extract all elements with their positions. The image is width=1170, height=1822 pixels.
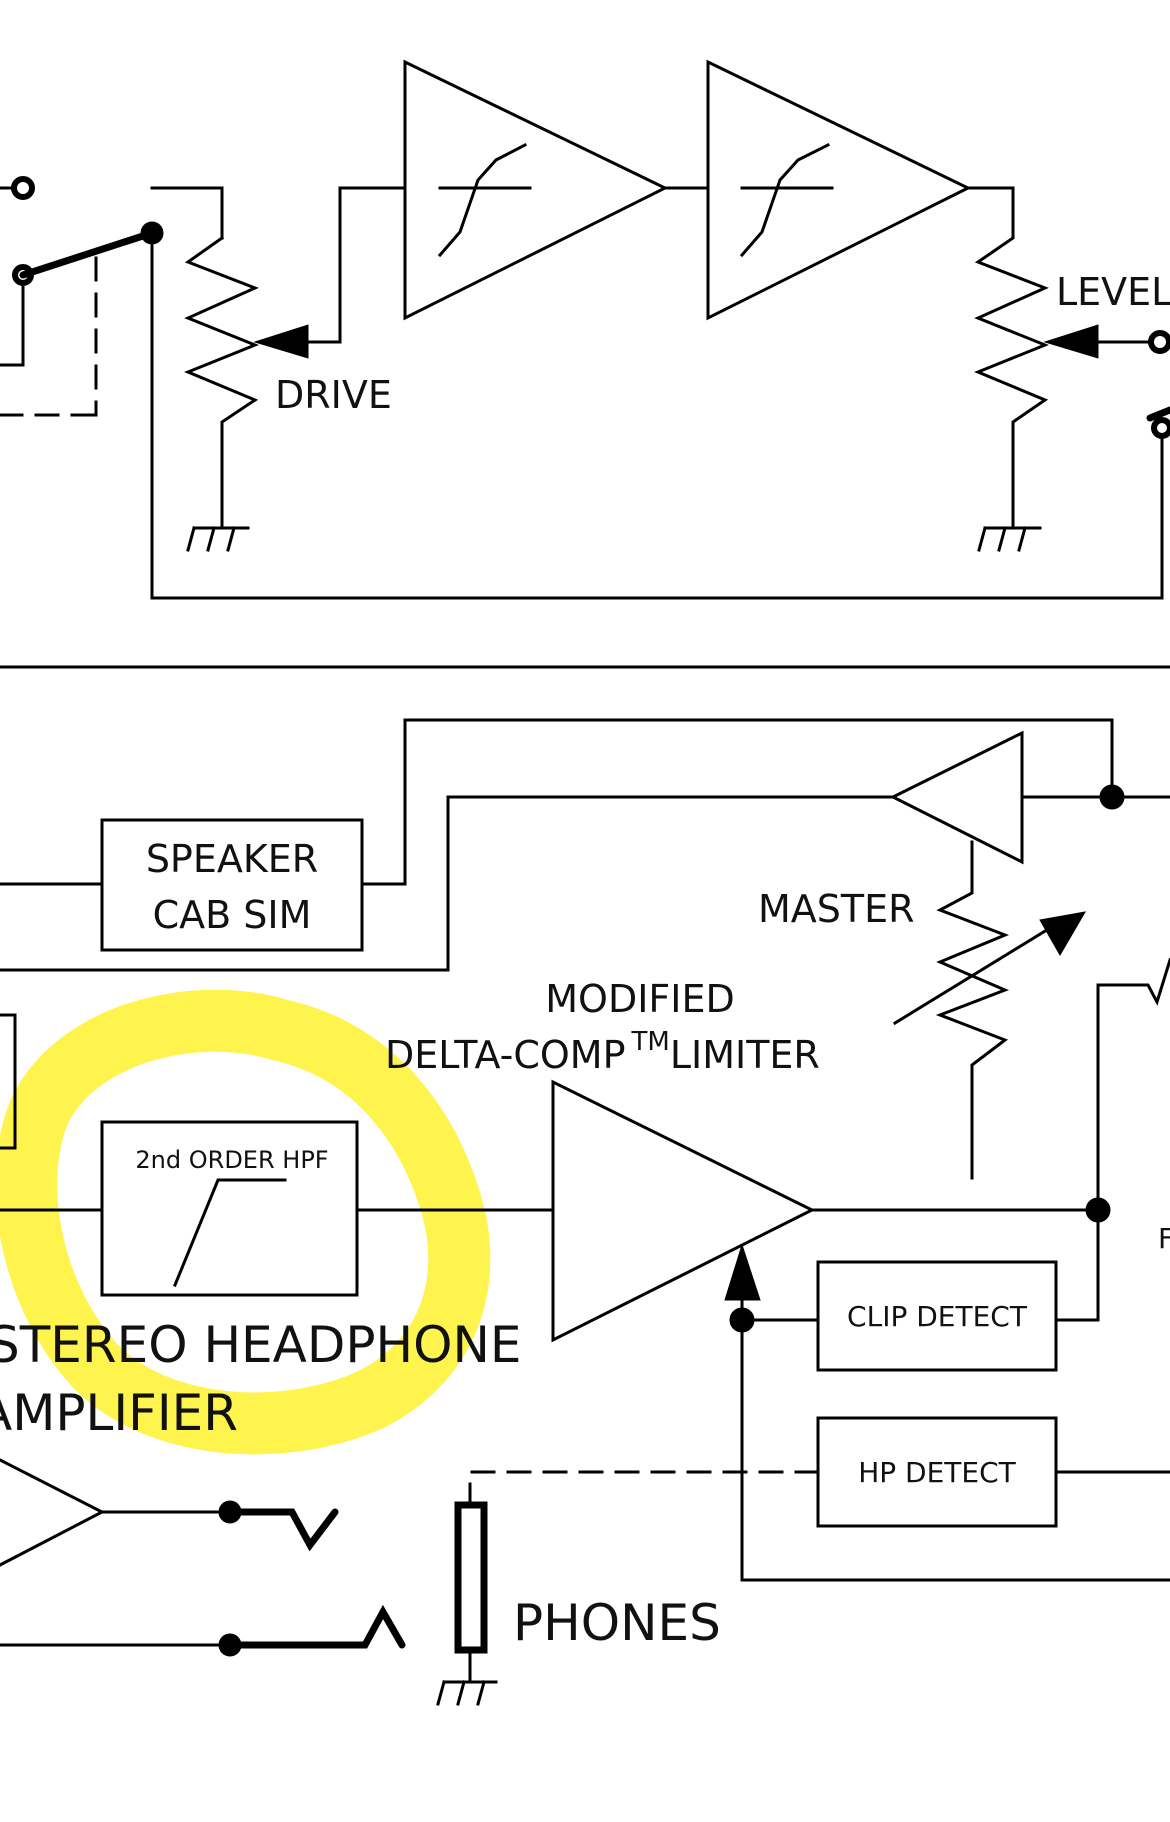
clip-detect-block: CLIP DETECT: [816, 1208, 1100, 1372]
gain-stage-1: [403, 59, 669, 321]
level-potentiometer: LEVEL: [966, 186, 1170, 552]
output-switch-fragment: [150, 406, 1170, 600]
yellow-highlight-marker: [0, 989, 491, 1455]
delta-comp-limiter: [551, 958, 1170, 1582]
phones-jack: PHONES: [436, 1501, 721, 1706]
master-label: MASTER: [758, 887, 915, 931]
input-switch: [0, 176, 164, 417]
hp-detect-label: HP DETECT: [858, 1456, 1016, 1489]
edge-fragment-label: F: [1158, 1222, 1170, 1255]
speaker-cab-sim-block: SPEAKER CAB SIM: [0, 718, 1114, 972]
drive-potentiometer: DRIVE: [184, 186, 407, 552]
limiter-label-line1: MODIFIED: [545, 977, 735, 1021]
phones-label: PHONES: [513, 1594, 721, 1652]
speaker-cab-sim-line1: SPEAKER: [146, 837, 318, 881]
hp-detect-block: HP DETECT: [468, 1416, 1170, 1528]
drive-wiring: [150, 186, 224, 600]
drive-label: DRIVE: [275, 373, 392, 417]
gain-stage-2: [706, 59, 972, 321]
headphone-amplifier: STEREO HEADPHONE AMPLIFIER: [0, 1316, 521, 1657]
master-amplifier: [889, 730, 1170, 865]
speaker-cab-sim-line2: CAB SIM: [153, 893, 312, 937]
hpf-block: 2nd ORDER HPF: [0, 1013, 555, 1297]
headphone-amp-label-line2: AMPLIFIER: [0, 1384, 238, 1442]
level-label: LEVEL: [1056, 270, 1170, 314]
master-potentiometer: MASTER: [758, 840, 1086, 1180]
headphone-amp-label-line1: STEREO HEADPHONE: [0, 1316, 521, 1374]
hpf-label: 2nd ORDER HPF: [135, 1146, 328, 1174]
clip-detect-label: CLIP DETECT: [847, 1300, 1028, 1333]
